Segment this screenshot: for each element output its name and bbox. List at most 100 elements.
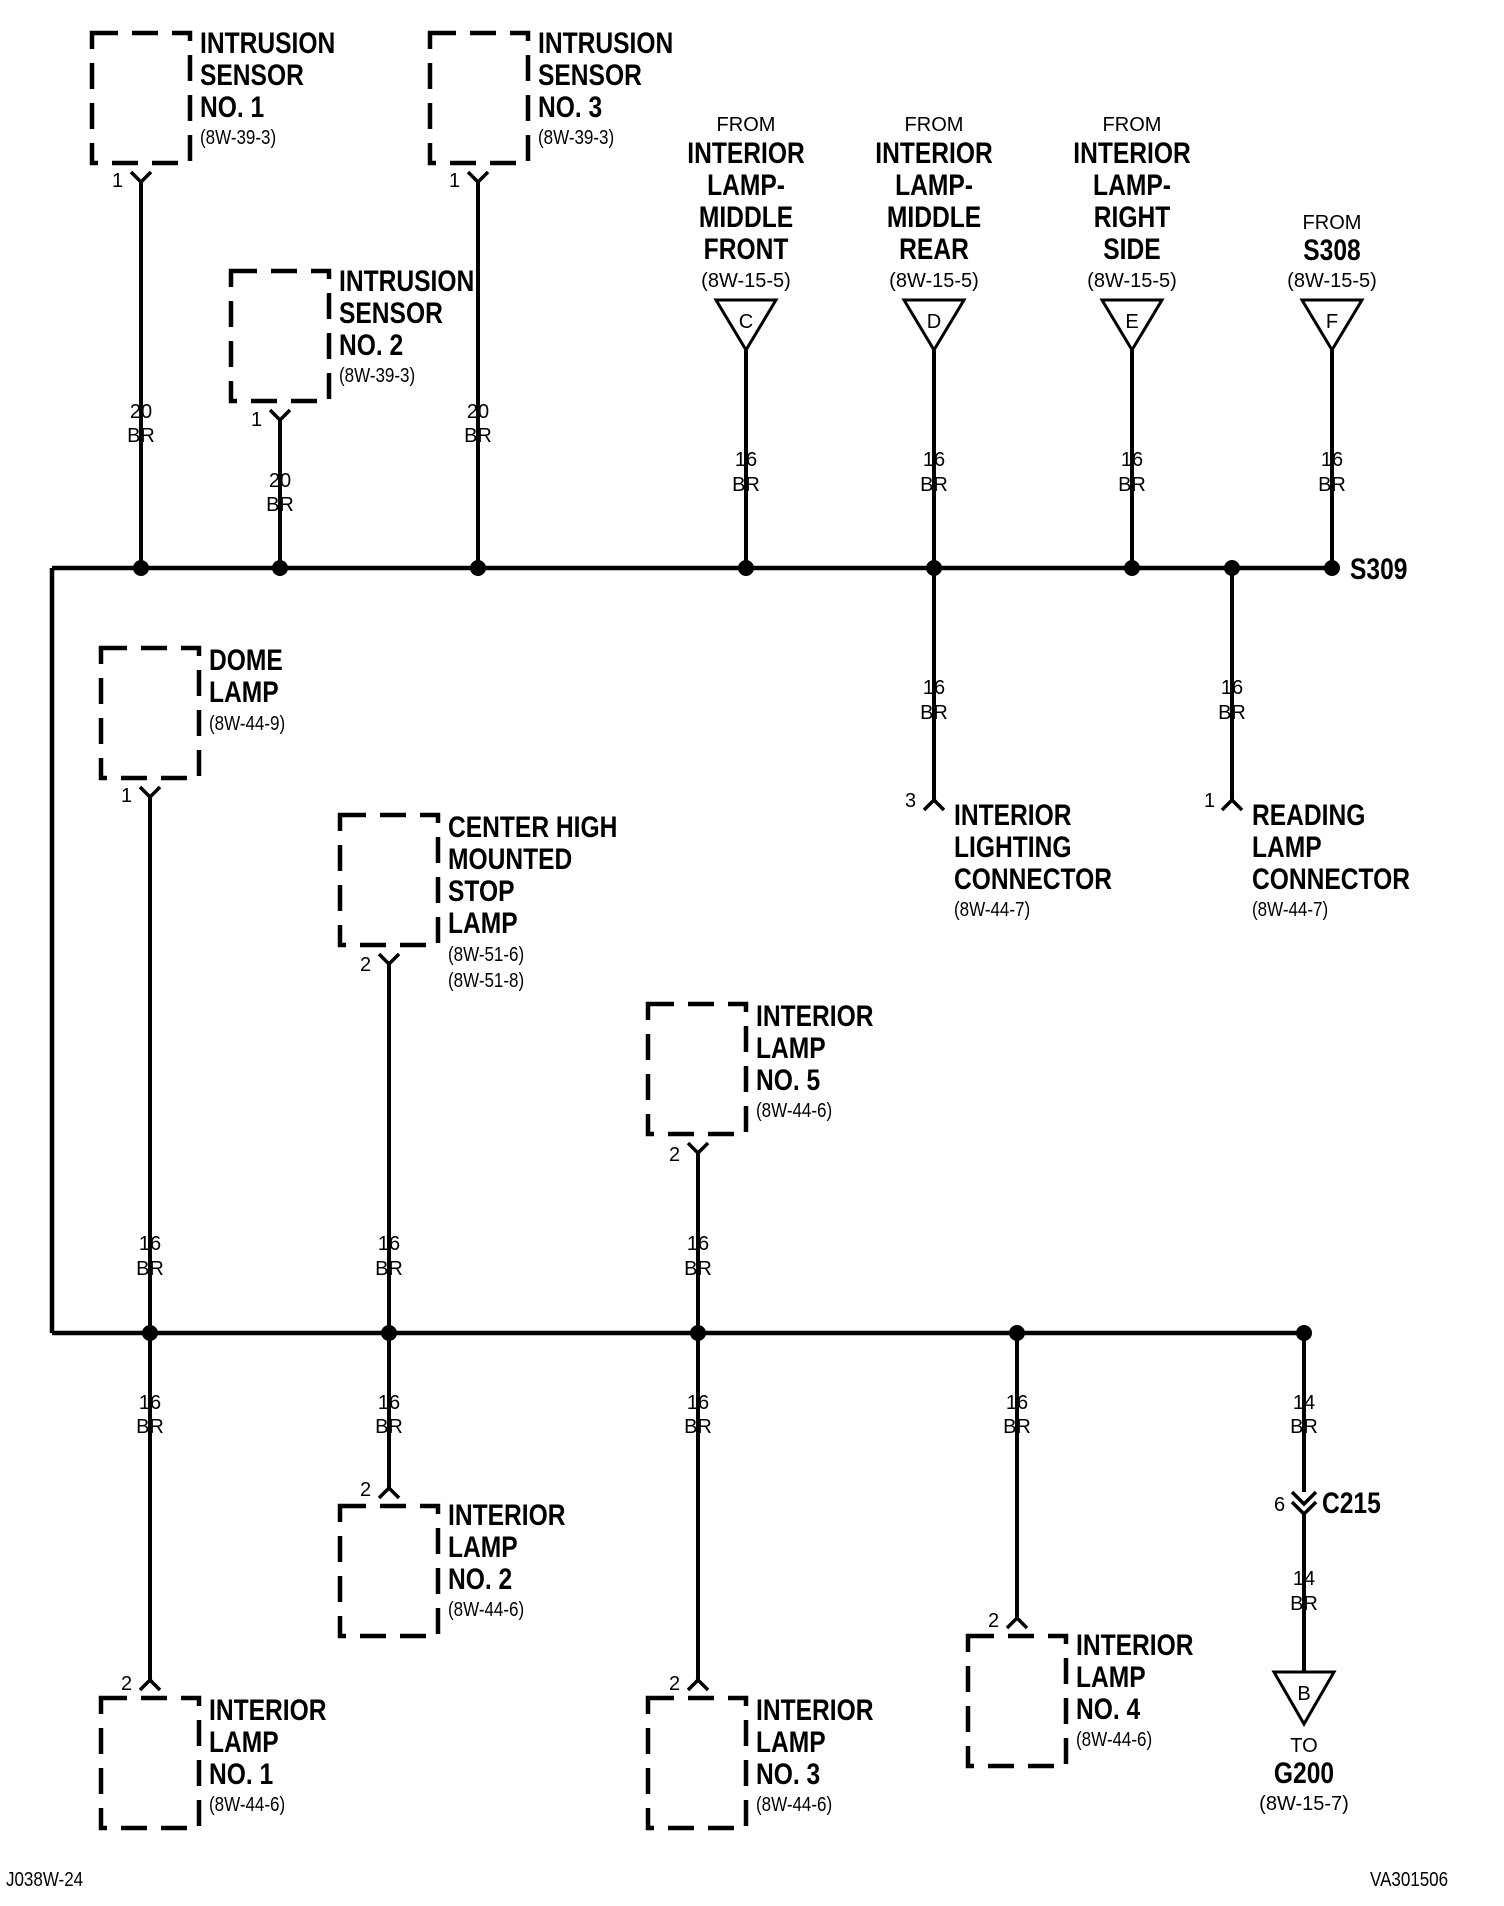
- wire-color: BR: [136, 1258, 164, 1280]
- wire-color: BR: [684, 1258, 712, 1280]
- wire-color: BR: [266, 494, 294, 516]
- component-label-line: LAMP: [756, 1725, 826, 1759]
- component-box: [337, 1503, 441, 1639]
- source-label-line: FRONT: [704, 232, 789, 266]
- wire-gauge: 20: [269, 470, 291, 492]
- pin-number: 2: [669, 1673, 680, 1695]
- wire-gauge: 16: [687, 1233, 709, 1255]
- to-label: TO: [1290, 1735, 1317, 1757]
- wire-color: BR: [136, 1416, 164, 1438]
- wire-gauge: 16: [139, 1392, 161, 1414]
- wire-color: BR: [127, 425, 155, 447]
- pin-number: 1: [251, 409, 262, 431]
- component-ref: (8W-51-8): [448, 969, 524, 992]
- component-label-line: MOUNTED: [448, 842, 572, 876]
- ground-path-g200: 14 BR 6 C215 14 BR B TO G200 (8W-15-7): [1259, 1333, 1381, 1815]
- component-ref: (8W-44-6): [448, 1598, 524, 1621]
- male-terminal-icon: [922, 797, 946, 812]
- component-ref: (8W-44-6): [209, 1793, 285, 1816]
- wire-gauge: 16: [139, 1233, 161, 1255]
- connection-letter: C: [739, 311, 753, 333]
- footer-right-code: VA301506: [1370, 1868, 1448, 1891]
- component-label-line: INTRUSION: [538, 26, 673, 60]
- component-label-line: LAMP: [1076, 1660, 1146, 1694]
- component-ref: (8W-44-7): [1252, 898, 1328, 921]
- from-label: FROM: [1103, 114, 1162, 136]
- from-label: FROM: [905, 114, 964, 136]
- component-label-line: LAMP: [448, 1530, 518, 1564]
- component-label-line: LAMP: [209, 675, 279, 709]
- interior-lamp-2: 16 BR 2 INTERIOR LAMP NO. 2 (8W-44-6): [337, 1333, 566, 1639]
- component-label-line: READING: [1252, 798, 1365, 832]
- source-label-line: LAMP-: [895, 168, 973, 202]
- component-label-line: NO. 2: [339, 328, 403, 362]
- pin-number: 3: [905, 790, 916, 812]
- component-ref: (8W-39-3): [339, 364, 415, 387]
- component-box: [228, 268, 332, 404]
- interior-lamp-4: 16 BR 2 INTERIOR LAMP NO. 4 (8W-44-6): [965, 1333, 1194, 1769]
- from-s308: FROM S308 (8W-15-5) F 16 BR: [1287, 212, 1377, 568]
- interior-lamp-1: 16 BR 2 INTERIOR LAMP NO. 1 (8W-44-6): [98, 1333, 327, 1831]
- wire-gauge: 16: [1321, 449, 1343, 471]
- component-label-line: LAMP: [448, 906, 518, 940]
- wire-gauge: 16: [923, 677, 945, 699]
- pin-number: 2: [669, 1144, 680, 1166]
- component-label-line: INTERIOR: [1076, 1628, 1194, 1662]
- from-interior-lamp-middle-front: FROM INTERIOR LAMP- MIDDLE FRONT (8W-15-…: [687, 114, 805, 568]
- component-label-line: INTRUSION: [200, 26, 335, 60]
- wire-color: BR: [684, 1416, 712, 1438]
- intrusion-sensor-2: 1 20 BR INTRUSION SENSOR NO. 2 (8W-39-3): [228, 264, 474, 568]
- component-ref: (8W-44-6): [756, 1099, 832, 1122]
- wire-color: BR: [464, 425, 492, 447]
- wire-color: BR: [1003, 1416, 1031, 1438]
- component-box: [645, 1695, 749, 1831]
- component-label-line: LIGHTING: [954, 830, 1071, 864]
- connection-letter: D: [927, 311, 941, 333]
- connection-triangle-icon: [713, 298, 779, 353]
- wire-color: BR: [1290, 1416, 1318, 1438]
- component-ref: (8W-51-6): [448, 943, 524, 966]
- connection-letter: F: [1326, 311, 1338, 333]
- component-ref: (8W-39-3): [538, 126, 614, 149]
- component-label-line: NO. 3: [538, 90, 602, 124]
- source-ref: (8W-15-5): [701, 270, 791, 292]
- source-ref: (8W-15-5): [1287, 270, 1377, 292]
- ground-label-g200: G200: [1274, 1756, 1334, 1790]
- component-label-line: LAMP: [209, 1725, 279, 1759]
- source-label-line: REAR: [899, 232, 969, 266]
- source-label-line: MIDDLE: [699, 200, 793, 234]
- interior-lighting-connector: 16 BR 3 INTERIOR LIGHTING CONNECTOR (8W-…: [905, 568, 1112, 920]
- male-terminal-icon: [1220, 797, 1244, 812]
- component-label-line: NO. 1: [200, 90, 264, 124]
- connection-triangle-icon: [901, 298, 967, 353]
- source-ref: (8W-15-5): [889, 270, 979, 292]
- component-label-line: STOP: [448, 874, 515, 908]
- connection-letter: B: [1297, 1683, 1310, 1705]
- wire-gauge: 16: [378, 1392, 400, 1414]
- from-label: FROM: [1303, 212, 1362, 234]
- wire-color: BR: [375, 1258, 403, 1280]
- intrusion-sensor-3: 1 20 BR INTRUSION SENSOR NO. 3 (8W-39-3): [427, 26, 673, 568]
- source-ref: (8W-15-5): [1087, 270, 1177, 292]
- connector-label-c215: C215: [1322, 1486, 1381, 1520]
- component-label-line: NO. 1: [209, 1757, 273, 1791]
- component-label-line: SENSOR: [538, 58, 642, 92]
- wire-gauge: 16: [1006, 1392, 1028, 1414]
- pin-number: 1: [112, 170, 123, 192]
- component-label-line: NO. 3: [756, 1757, 820, 1791]
- connection-triangle-icon: [1299, 298, 1365, 353]
- center-high-mounted-stop-lamp: 2 16 BR CENTER HIGH MOUNTED STOP LAMP (8…: [337, 810, 617, 1333]
- wire-color: BR: [1318, 474, 1346, 496]
- wire-gauge: 16: [735, 449, 757, 471]
- component-label-line: SENSOR: [339, 296, 443, 330]
- dome-lamp: 1 16 BR DOME LAMP (8W-44-9): [98, 643, 285, 1333]
- source-label-line: LAMP-: [707, 168, 785, 202]
- wire-gauge: 16: [687, 1392, 709, 1414]
- wire-gauge: 20: [467, 401, 489, 423]
- component-label-line: DOME: [209, 643, 283, 677]
- pin-number: 1: [1204, 790, 1215, 812]
- component-box: [337, 812, 441, 948]
- male-terminal-icon: [138, 1677, 162, 1692]
- footer-left-code: J038W-24: [6, 1868, 83, 1891]
